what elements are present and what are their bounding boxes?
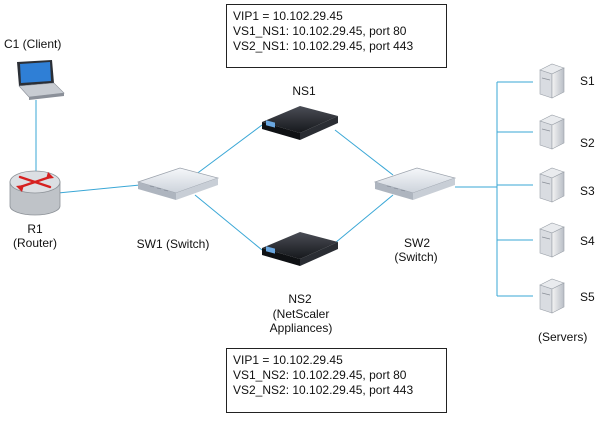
router-label-1: R1 — [27, 222, 43, 236]
link-ns1-sw2 — [334, 129, 394, 176]
ns1-label: NS1 — [292, 84, 316, 98]
ns2-label-1: NS2 — [288, 292, 312, 306]
ns2-label-3: Appliances) — [269, 321, 333, 335]
router-icon — [9, 170, 61, 216]
server-label-s4: S4 — [580, 234, 595, 248]
ns2-config-line-2: VS1_NS2: 10.102.29.45, port 80 — [233, 368, 407, 382]
server-label-s5: S5 — [580, 290, 595, 304]
netscaler-ns2-icon — [262, 232, 338, 266]
sw2-label-2: (Switch) — [394, 250, 438, 264]
ns2-label-2: (NetScaler — [272, 307, 330, 321]
links — [35, 81, 533, 297]
server-label-s2: S2 — [580, 136, 595, 150]
link-router-sw1 — [57, 184, 141, 194]
ns1-config-box: VIP1 = 10.102.29.45 VS1_NS1: 10.102.29.4… — [226, 4, 447, 68]
ns1-config-line-1: VIP1 = 10.102.29.45 — [233, 9, 343, 23]
switch-sw1-icon — [136, 167, 220, 200]
server-label-s1: S1 — [580, 74, 595, 88]
ns1-config-line-2: VS1_NS1: 10.102.29.45, port 80 — [233, 24, 407, 38]
server-s3-icon — [539, 167, 565, 203]
server-s1-icon — [539, 63, 565, 99]
server-s2-icon — [539, 114, 565, 150]
sw2-label-1: SW2 — [403, 236, 430, 250]
server-s5-icon — [539, 278, 565, 314]
link-ns2-sw2 — [334, 194, 394, 244]
link-sw1-ns2 — [194, 194, 263, 251]
client-label: C1 (Client) — [4, 37, 62, 51]
ns2-config-box: VIP1 = 10.102.29.45 VS1_NS2: 10.102.29.4… — [226, 348, 447, 413]
servers-group-label: (Servers) — [538, 330, 588, 344]
netscaler-ns1-icon — [262, 106, 338, 140]
sw1-label: SW1 (Switch) — [136, 237, 210, 251]
laptop-icon — [17, 60, 65, 100]
ns2-config-line-1: VIP1 = 10.102.29.45 — [233, 353, 343, 367]
server-s4-icon — [539, 222, 565, 258]
link-sw1-ns1 — [194, 124, 263, 176]
switch-sw2-icon — [373, 167, 457, 200]
router-label-2: (Router) — [12, 236, 57, 250]
ns1-config-line-3: VS2_NS1: 10.102.29.45, port 443 — [233, 39, 414, 53]
server-label-s3: S3 — [580, 184, 595, 198]
ns2-config-line-3: VS2_NS2: 10.102.29.45, port 443 — [233, 383, 414, 397]
